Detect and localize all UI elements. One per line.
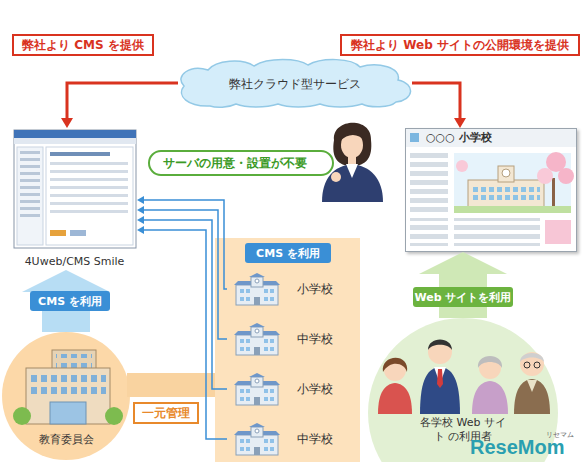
presenter-woman	[333, 123, 371, 166]
provider-tag: 弊社より CMS を提供	[12, 34, 154, 56]
callout-text: サーバの用意・設置が不要	[150, 152, 320, 174]
presenter-woman	[331, 172, 341, 182]
arrow-head	[137, 226, 144, 234]
cms-screenshot	[14, 138, 136, 144]
cms-screenshot	[17, 147, 43, 245]
cms-use-tag: CMS を利用	[245, 243, 331, 263]
school-item: 中学校	[227, 420, 352, 458]
arrow-head	[137, 216, 144, 224]
board-name: 教育委員会	[2, 432, 130, 447]
connector-line	[137, 206, 227, 339]
school-item: 中学校	[227, 320, 352, 358]
arrow-head	[137, 196, 144, 204]
arrow-shaft	[127, 373, 215, 397]
presenter-woman	[340, 130, 365, 141]
cms-screenshot	[50, 230, 66, 236]
cms-screenshot	[46, 147, 133, 245]
flow-arrow	[127, 385, 215, 386]
connector-line	[137, 196, 227, 289]
connector-line	[412, 83, 466, 128]
school-name: 小学校	[297, 370, 333, 408]
flow-arrow	[419, 252, 507, 318]
cms-screenshot	[50, 152, 110, 156]
cms-screenshot	[70, 230, 86, 236]
presenter-woman	[341, 132, 363, 158]
web-use-tag: Web サイトを利用	[413, 287, 513, 307]
presenter-woman	[348, 154, 356, 164]
school-item: 小学校	[227, 370, 352, 408]
connector-line	[137, 216, 227, 389]
website-mockup: ○○○ 小学校	[405, 128, 577, 252]
board-circle: 教育委員会	[2, 332, 130, 460]
central-tag: 一元管理	[133, 402, 199, 424]
line-path	[67, 83, 178, 118]
cms-screenshot	[14, 130, 136, 248]
provider-tag: 弊社より Web サイトの公開環境を提供	[340, 34, 580, 56]
watermark: ReseMom	[470, 436, 564, 459]
site-title: ○○○ 小学校	[426, 130, 492, 146]
watermark-kana: リセマム	[546, 430, 574, 440]
cms-use-tag: CMS を利用	[30, 291, 110, 311]
school-panel: CMS を利用小学校中学校小学校中学校	[215, 238, 360, 462]
school-name: 中学校	[297, 420, 333, 458]
line-path	[412, 83, 460, 118]
cms-screenshot	[20, 151, 40, 221]
presenter-woman	[346, 164, 358, 178]
cms-screenshot	[50, 162, 128, 218]
callout-box: サーバの用意・設置が不要	[148, 150, 334, 176]
flow-arrow	[22, 270, 110, 332]
arrow-head	[61, 118, 73, 128]
cms-screen: 4Uweb/CMS Smile	[12, 128, 137, 270]
school-name: 小学校	[297, 270, 333, 308]
cloud-label: 弊社クラウド型サービス	[170, 60, 420, 108]
circle-outline	[2, 332, 130, 460]
cms-screenshot	[14, 130, 136, 138]
school-name: 中学校	[297, 320, 333, 358]
arrow-head	[137, 206, 144, 214]
school-item: 小学校	[227, 270, 352, 308]
cloud-service: 弊社クラウド型サービス	[170, 58, 420, 108]
arrow-head	[454, 118, 466, 128]
cms-screenshot	[14, 130, 136, 248]
arrow-head	[419, 252, 507, 274]
product-name: 4Uweb/CMS Smile	[12, 252, 137, 270]
arrow-head	[22, 270, 110, 292]
connector-line	[61, 83, 178, 128]
